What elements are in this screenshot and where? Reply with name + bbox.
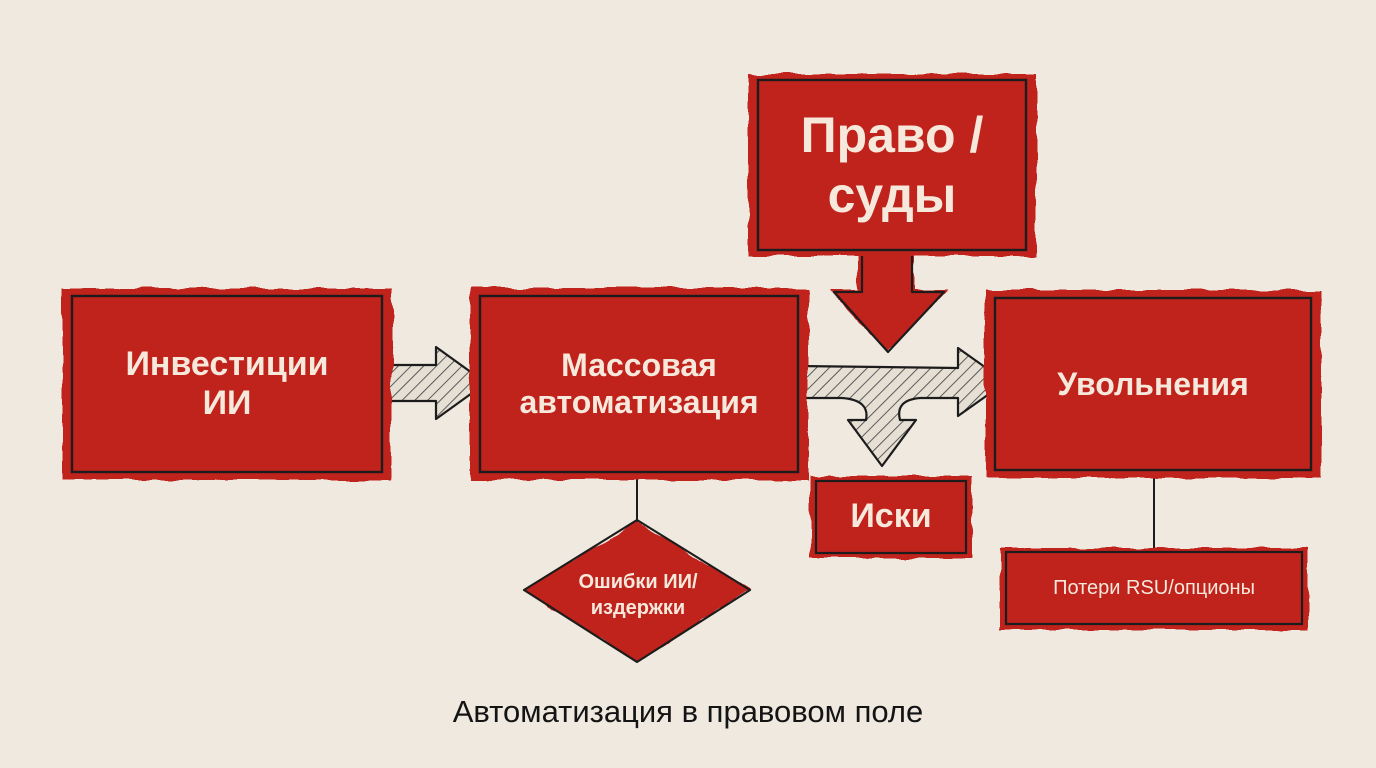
node-mass-automation-label: Массовая автоматизация — [519, 347, 759, 420]
node-layoffs-label: Увольнения — [1057, 365, 1249, 402]
node-lawsuits — [810, 476, 972, 558]
node-mass-automation — [470, 288, 808, 480]
arrow-mass-to-layoffs — [796, 346, 1008, 468]
node-layoffs — [985, 290, 1321, 478]
arrow-law-to-mass — [830, 236, 948, 354]
node-law-courts-label: Право / суды — [800, 107, 984, 223]
node-ai-errors — [522, 518, 752, 664]
node-investments — [62, 288, 392, 480]
node-rsu-losses — [1000, 548, 1308, 630]
node-rsu-losses-label: Потери RSU/опционы — [1053, 576, 1255, 599]
node-ai-errors-label: Ошибки ИИ/ издержки — [578, 571, 698, 619]
node-lawsuits-label: Иски — [850, 497, 932, 536]
node-law-courts — [748, 74, 1036, 256]
node-investments-label: Инвестиции ИИ — [125, 344, 329, 422]
diagram-caption: Автоматизация в правовом поле — [452, 694, 924, 729]
